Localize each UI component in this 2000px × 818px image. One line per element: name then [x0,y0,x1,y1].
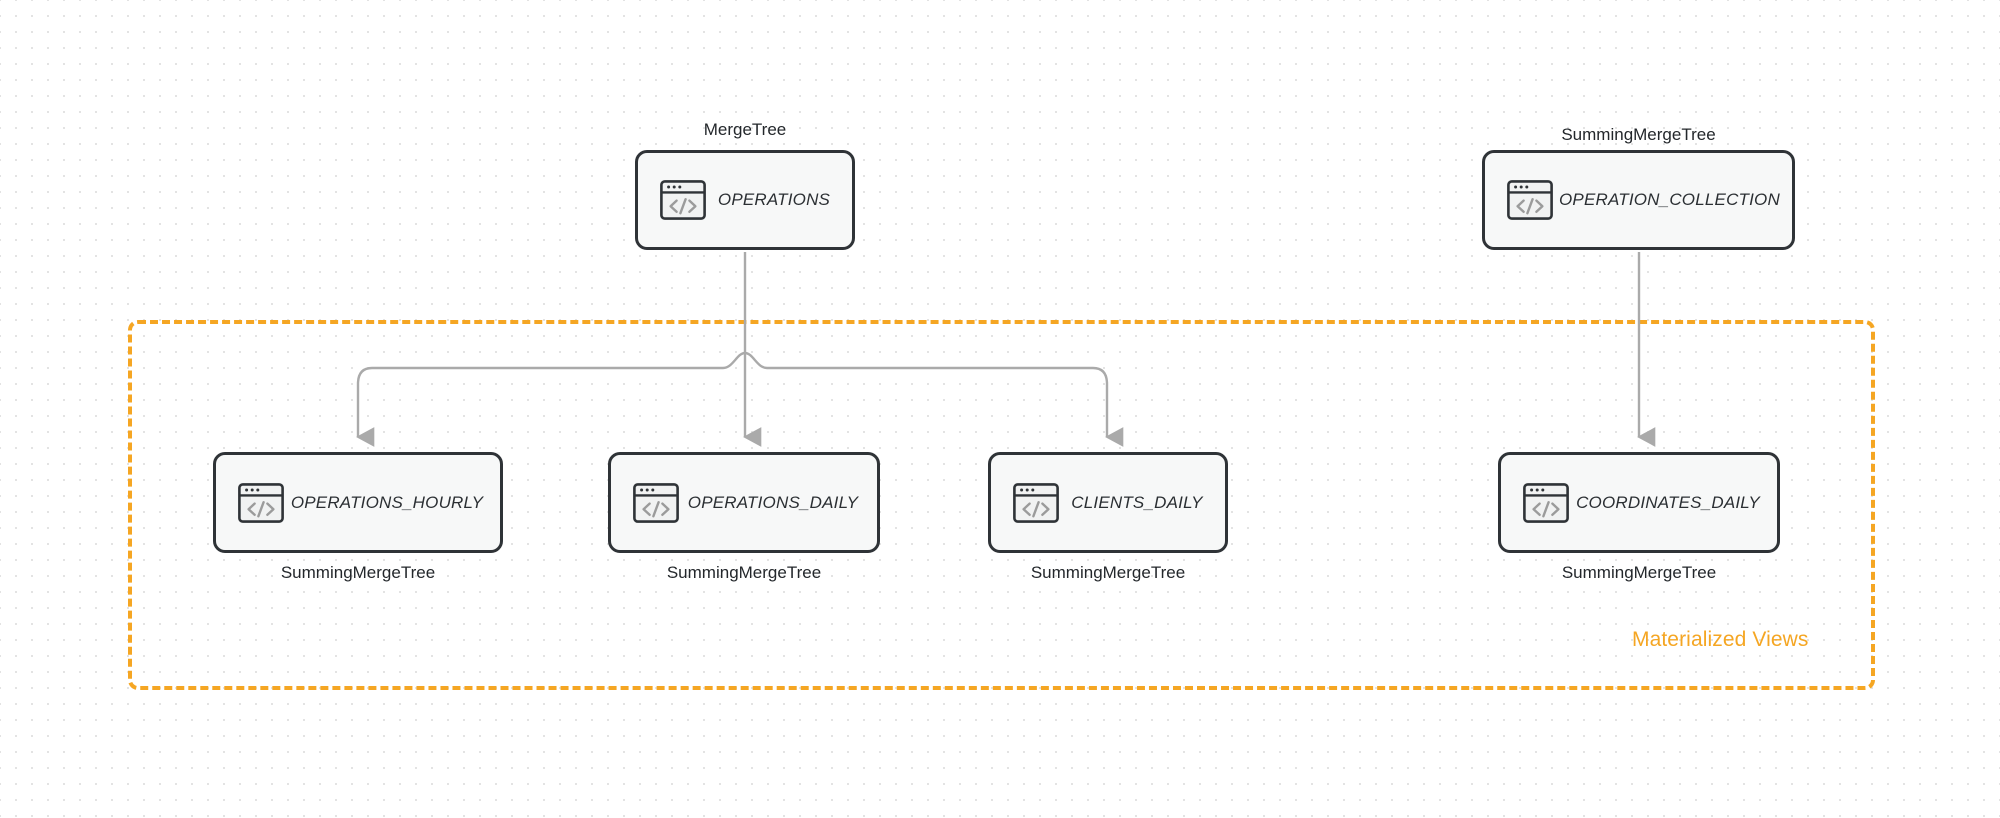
code-window-icon [238,482,284,523]
node-title: OPERATION_COLLECTION [1559,190,1780,209]
node-coordinates-daily[interactable]: COORDINATES_DAILY [1498,452,1780,553]
code-window-icon [633,482,679,523]
node-title: OPERATIONS_HOURLY [290,492,484,512]
engine-label-operations-daily: SummingMergeTree [666,563,822,582]
node-title: CLIENTS_DAILY [1071,492,1203,512]
code-window-icon [1507,180,1553,220]
node-clients-daily[interactable]: CLIENTS_DAILY [988,452,1228,553]
engine-label-operations-hourly: SummingMergeTree [280,563,436,582]
code-window-icon [1013,482,1059,523]
node-title: OPERATIONS_DAILY [687,492,859,512]
engine-label-clients-daily: SummingMergeTree [1030,563,1186,582]
materialized-views-group-box [128,320,1875,690]
engine-label-coordinates-daily: SummingMergeTree [1561,563,1717,582]
node-operations-daily[interactable]: OPERATIONS_DAILY [608,452,880,553]
node-operation-collection[interactable]: OPERATION_COLLECTION [1482,150,1795,250]
engine-label-operation-collection: SummingMergeTree [1561,125,1716,144]
node-operations-hourly[interactable]: OPERATIONS_HOURLY [213,452,503,553]
code-window-icon [660,180,706,220]
engine-label-operations: MergeTree [703,120,787,139]
node-operations[interactable]: OPERATIONS [635,150,855,250]
node-title: COORDINATES_DAILY [1576,492,1760,512]
materialized-views-group-label: Materialized Views [1632,628,1809,651]
code-window-icon [1523,482,1569,523]
node-title: OPERATIONS [717,190,831,209]
